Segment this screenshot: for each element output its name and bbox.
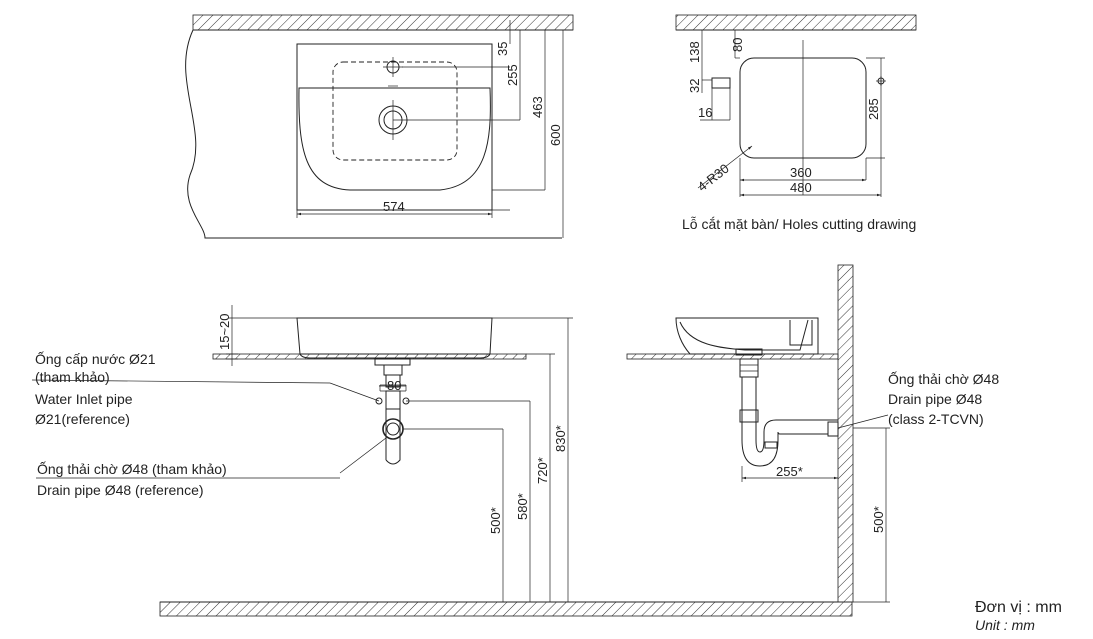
dim-720: 720* <box>535 457 550 484</box>
dim-32: 32 <box>687 79 702 93</box>
side-wall-hatch <box>837 264 854 603</box>
top-view: 35 255 463 600 574 <box>185 14 574 239</box>
unit-label-vi: Đơn vị : mm <box>975 599 1062 616</box>
inlet-valve-left-icon <box>375 397 383 405</box>
top-basin-rim <box>298 87 491 191</box>
inlet-label-en-2: Ø21(reference) <box>35 411 130 427</box>
inlet-label-vi-2: (tham khảo) <box>35 369 110 385</box>
front-view: 15~20 80 500* 580* 720* 830* Ống cấp nướ… <box>31 305 573 602</box>
holes-cutting-view: 138 80 32 16 285 360 480 4-R30 Lỗ cắt mặ… <box>675 14 917 232</box>
side-drain-label-vi: Ống thải chờ Ø48 <box>888 370 999 387</box>
dim-600: 600 <box>548 124 563 146</box>
dim-16: 16 <box>698 105 712 120</box>
dim-15-20: 15~20 <box>217 313 232 350</box>
dim-574: 574 <box>383 199 405 214</box>
side-drain-label-en-1: Drain pipe Ø48 <box>888 391 982 407</box>
dim-80-hole: 80 <box>730 38 745 52</box>
drain-label-vi: Ống thải chờ Ø48 (tham khảo) <box>37 460 227 477</box>
drain-label-en: Drain pipe Ø48 (reference) <box>37 482 204 498</box>
top-basin-outer <box>296 43 493 211</box>
dim-500-side: 500* <box>871 506 886 533</box>
inlet-label-en-1: Water Inlet pipe <box>35 391 133 407</box>
dim-285: 285 <box>866 98 881 120</box>
dim-255-side: 255* <box>776 464 803 479</box>
top-wall-hatch <box>192 14 574 31</box>
pipe-stub <box>711 77 731 89</box>
side-view: 255* 500* Ống thải chờ Ø48 Drain pipe Ø4… <box>626 264 999 603</box>
side-trap <box>741 439 779 467</box>
dim-360: 360 <box>790 165 812 180</box>
dim-500-front: 500* <box>488 507 503 534</box>
floor-hatch <box>159 601 853 617</box>
top-counter-outline <box>185 29 562 239</box>
side-counter-slab <box>626 353 839 360</box>
dim-463: 463 <box>530 96 545 118</box>
dim-580: 580* <box>515 493 530 520</box>
dim-r30: 4-R30 <box>695 161 732 195</box>
dim-35: 35 <box>495 42 510 56</box>
top-inner-bowl-dashed <box>332 61 458 161</box>
side-basin-profile <box>675 317 819 355</box>
dim-480: 480 <box>790 180 812 195</box>
holes-caption: Lỗ cắt mặt bàn/ Holes cutting drawing <box>682 216 916 232</box>
dim-830: 830* <box>553 425 568 452</box>
inlet-label-vi-1: Ống cấp nước Ø21 <box>35 350 156 367</box>
hole-wall-hatch <box>675 14 917 31</box>
front-basin <box>296 317 493 355</box>
dim-255: 255 <box>505 64 520 86</box>
side-drain-label-en-2: (class 2-TCVN) <box>888 411 984 427</box>
dim-138: 138 <box>687 41 702 63</box>
dim-80-front: 80 <box>387 378 401 393</box>
unit-label-en: Unit : mm <box>975 617 1035 633</box>
